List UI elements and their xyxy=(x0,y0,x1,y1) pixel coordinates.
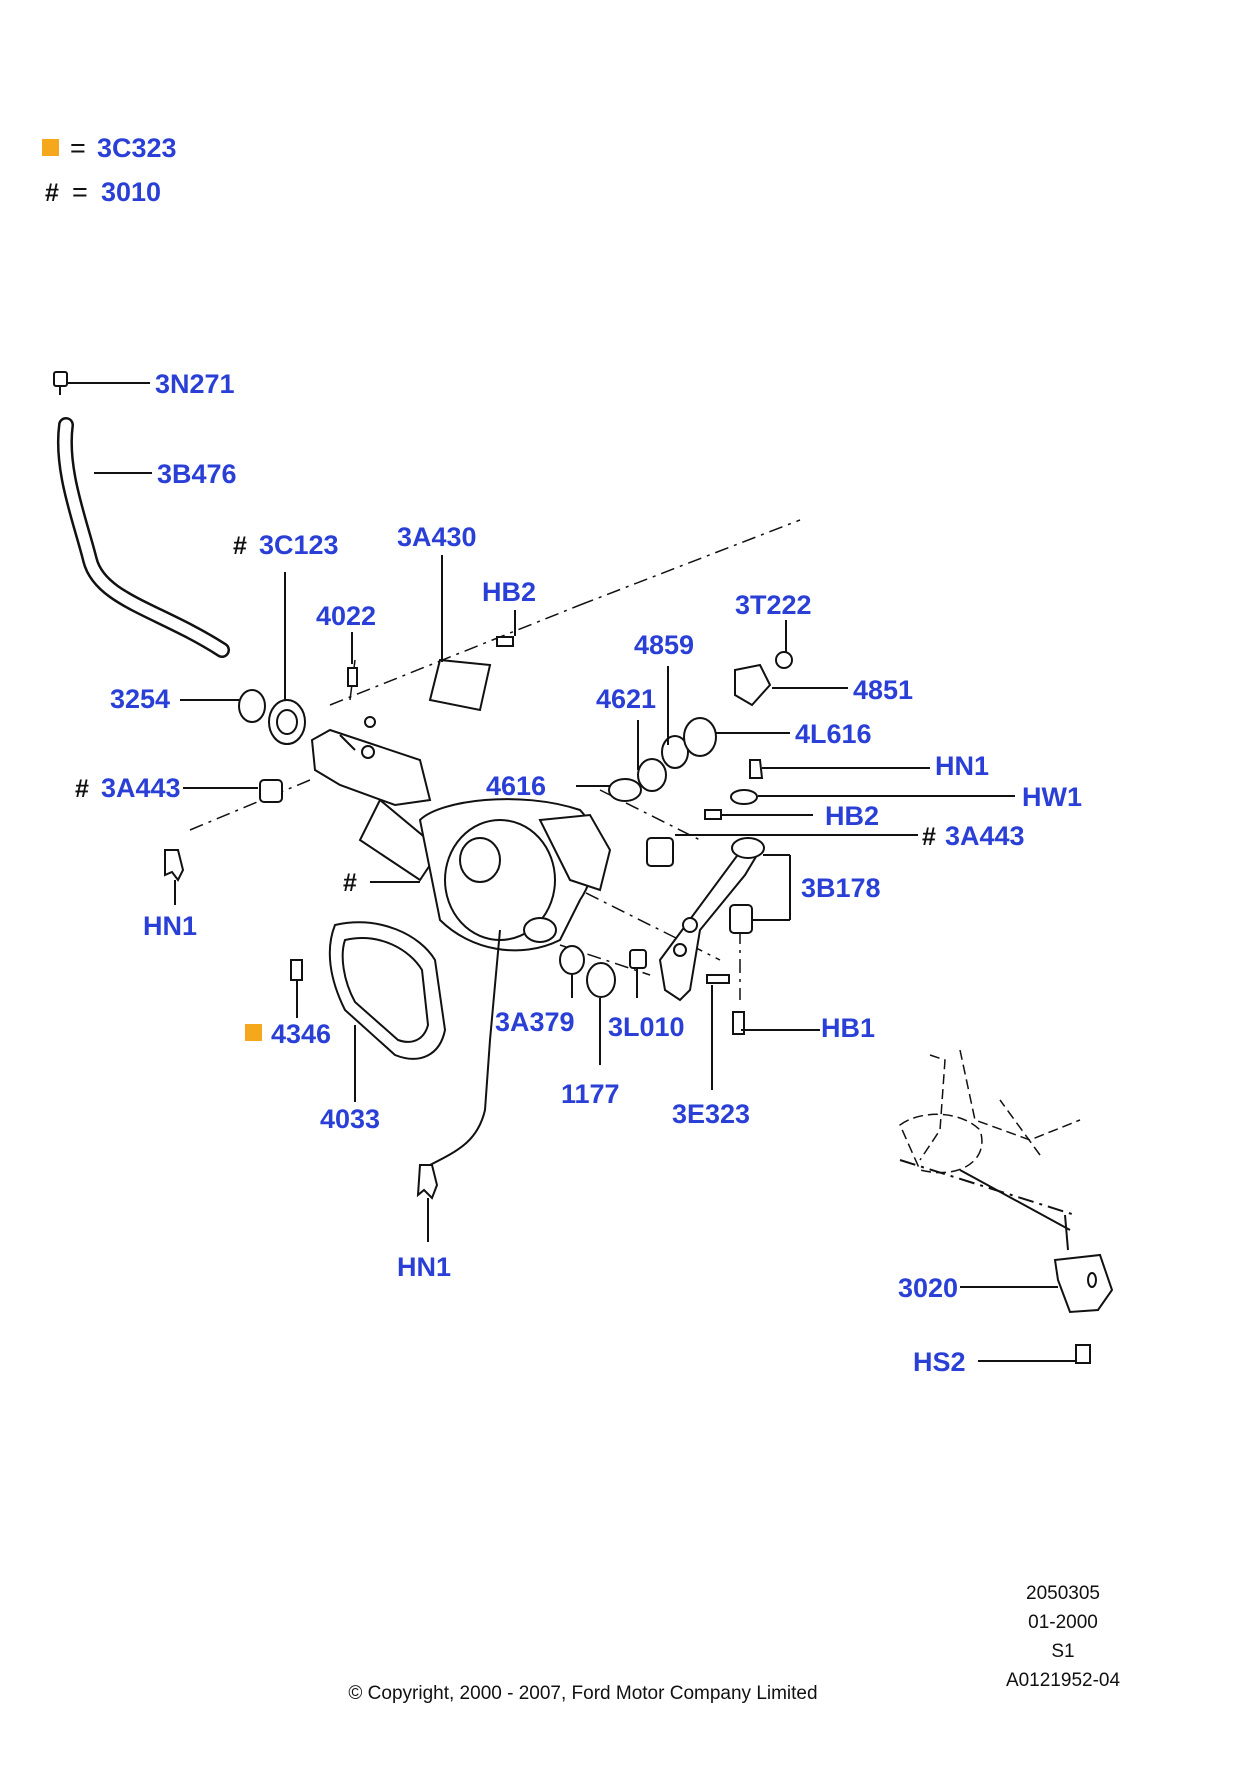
part-3a379 xyxy=(559,945,585,975)
part-labels: 3N271 3B476 # 3C123 3A430 HB2 4022 3T222… xyxy=(75,369,1082,1377)
label-3b178: 3B178 xyxy=(801,873,881,903)
mount-3020-part xyxy=(899,1049,1114,1364)
hash-housing: # xyxy=(343,869,357,897)
label-4859: 4859 xyxy=(634,630,694,660)
legend-square-code: 3C323 xyxy=(97,133,177,163)
legend-equals-2: = xyxy=(72,177,88,207)
part-3b178-bushing xyxy=(729,904,753,934)
meta-line-1: 2050305 xyxy=(1026,1583,1100,1604)
part-4621 xyxy=(637,758,667,792)
part-1177 xyxy=(586,962,616,998)
label-hn1-bottom: HN1 xyxy=(397,1252,451,1282)
part-4346 xyxy=(290,959,303,981)
part-3a430 xyxy=(428,658,492,712)
part-hs2 xyxy=(1075,1344,1091,1364)
hash-3a443-right: # xyxy=(922,823,936,851)
square-4346-icon xyxy=(245,1024,262,1041)
part-4616 xyxy=(608,778,642,802)
meta-line-4: A0121952-04 xyxy=(1006,1670,1121,1691)
part-3l010 xyxy=(629,949,647,969)
label-3t222: 3T222 xyxy=(735,590,812,620)
part-hb2-mid xyxy=(704,809,722,820)
label-4616: 4616 xyxy=(486,771,546,801)
label-hn1-left: HN1 xyxy=(143,911,197,941)
label-hs2: HS2 xyxy=(913,1347,966,1377)
part-hw1 xyxy=(730,789,758,805)
legend-hash-code: 3010 xyxy=(101,177,161,207)
legend: = 3C323 # = 3010 xyxy=(42,133,177,207)
hash-3a443-left: # xyxy=(75,775,89,803)
label-hb2-mid: HB2 xyxy=(825,801,879,831)
label-3a443-left: 3A443 xyxy=(101,773,181,803)
meta-line-3: S1 xyxy=(1051,1641,1074,1662)
part-3a443-right xyxy=(646,837,674,867)
part-hn1-left xyxy=(164,849,185,882)
cover-4033-part xyxy=(328,921,447,1060)
label-4346: 4346 xyxy=(271,1019,331,1049)
label-hw1: HW1 xyxy=(1022,782,1082,812)
part-3t222 xyxy=(775,651,793,669)
label-3l010: 3L010 xyxy=(608,1012,685,1042)
label-1177: 1177 xyxy=(561,1079,620,1109)
part-4l616 xyxy=(683,717,717,757)
legend-square-icon xyxy=(42,139,59,156)
label-3b476: 3B476 xyxy=(157,459,237,489)
label-3e323: 3E323 xyxy=(672,1099,750,1129)
drawing-metadata: 2050305 01-2000 S1 A0121952-04 © Copyrig… xyxy=(348,1583,1120,1704)
label-4621: 4621 xyxy=(596,684,656,714)
meta-line-2: 01-2000 xyxy=(1028,1612,1098,1633)
label-3c123: 3C123 xyxy=(259,530,339,560)
label-3a379: 3A379 xyxy=(495,1007,575,1037)
label-3a430: 3A430 xyxy=(397,522,477,552)
sensor-wire xyxy=(429,929,501,1166)
label-3254: 3254 xyxy=(110,684,170,714)
part-hb1 xyxy=(732,1011,745,1035)
label-hb2-top: HB2 xyxy=(482,577,536,607)
label-hn1-right: HN1 xyxy=(935,751,989,781)
part-3a443-left xyxy=(259,779,283,803)
label-3n271: 3N271 xyxy=(155,369,235,399)
part-4022 xyxy=(347,667,358,687)
part-3254 xyxy=(238,689,266,723)
label-3020: 3020 xyxy=(898,1273,958,1303)
leader-lines xyxy=(67,382,1076,1362)
legend-equals-1: = xyxy=(70,133,86,163)
label-hb1: HB1 xyxy=(821,1013,875,1043)
label-3a443-right: 3A443 xyxy=(945,821,1025,851)
label-4851: 4851 xyxy=(853,675,913,705)
label-4033: 4033 xyxy=(320,1104,380,1134)
copyright-notice: © Copyright, 2000 - 2007, Ford Motor Com… xyxy=(348,1683,817,1704)
label-4022: 4022 xyxy=(316,601,376,631)
label-4l616: 4L616 xyxy=(795,719,872,749)
vent-hose-part xyxy=(53,371,230,658)
axle-housing-part xyxy=(310,716,612,952)
legend-hash-symbol: # xyxy=(45,179,59,207)
hash-3c123: # xyxy=(233,532,247,560)
part-hb2-top xyxy=(496,636,514,647)
part-3e323 xyxy=(706,974,730,984)
part-4851 xyxy=(734,663,772,707)
part-hn1-right xyxy=(749,759,764,779)
bracket-3b178-part xyxy=(658,837,765,1002)
part-hn1-bottom xyxy=(416,1164,439,1200)
